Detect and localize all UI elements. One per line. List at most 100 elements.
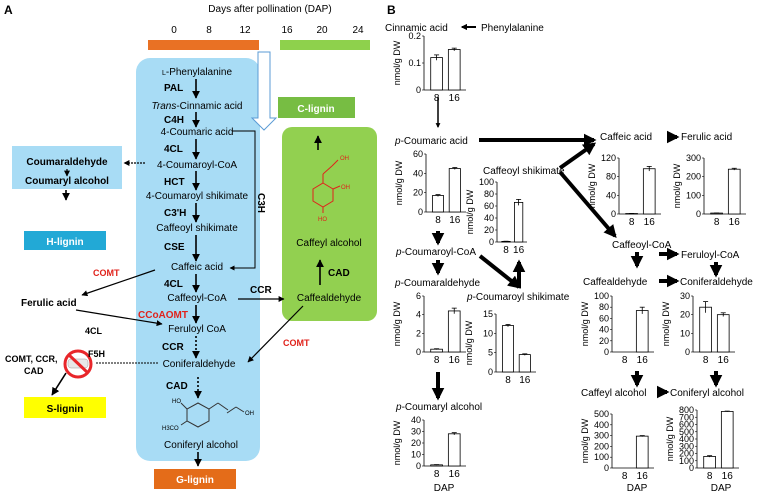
b-arrow-caffeoylshikimate-caffeoylcoa — [558, 170, 617, 238]
hct-enzyme: HCT — [164, 177, 185, 188]
x-tick-label: 16 — [722, 471, 734, 482]
y-tick-label: 0 — [489, 237, 494, 247]
caffeyl-struct-ho: HO — [318, 217, 327, 223]
b-coumaric-label: p-Coumaric acid — [394, 136, 468, 147]
bar-8 — [703, 455, 716, 469]
timeline-title: Days after pollination (DAP) — [208, 4, 331, 15]
bar-16 — [447, 310, 461, 353]
b-xlabel: DAP — [434, 483, 455, 494]
panel-b-label: B — [387, 3, 396, 17]
y-tick-label: 120 — [601, 153, 616, 163]
s-lignin-box — [24, 397, 106, 418]
ccr-enzyme-c: CCR — [250, 285, 272, 296]
b-xlabel-3: DAP — [711, 483, 732, 494]
y-tick-label: 100 — [686, 190, 701, 200]
arrow-caffeic-ferulic — [81, 269, 156, 297]
bar-16 — [635, 310, 649, 353]
bar-16 — [514, 201, 524, 243]
y-tick-label: 20 — [599, 336, 609, 346]
x-tick-label: 16 — [513, 245, 525, 256]
struct-ho-label: HO — [172, 399, 181, 405]
timeline-tick: 16 — [281, 25, 293, 36]
b-ferulic-label: Ferulic acid — [681, 132, 732, 143]
y-tick-label: 500 — [679, 427, 694, 437]
h-lignin-box — [24, 231, 106, 250]
coumaroyl-coa-label: 4-Coumaroyl-CoA — [157, 160, 237, 171]
x-tick-label: 8 — [629, 217, 635, 228]
x-tick-label: 8 — [707, 471, 713, 482]
bar-16 — [720, 411, 734, 469]
b-feruloyl-coa-label: Feruloyl-CoA — [681, 250, 740, 261]
feruloyl-coa-label: Feruloyl CoA — [168, 324, 226, 335]
y-tick-label: 0 — [416, 461, 421, 471]
b-cinnamic-label: Cinnamic acid — [385, 23, 448, 34]
x-tick-label: 8 — [435, 215, 441, 226]
comt-enzyme-c: COMT — [283, 338, 310, 348]
y-tick-label: 700 — [679, 412, 694, 422]
caffeoyl-coa-label: Caffeoyl-CoA — [167, 293, 227, 304]
bar-16 — [518, 354, 531, 373]
y-tick-label: 0 — [488, 367, 493, 377]
coumaric-acid-label: 4-Coumaric acid — [161, 127, 234, 138]
c3h-prime-enzyme: C3'H — [164, 208, 186, 219]
bar-8 — [431, 195, 444, 213]
coniferyl-alcohol-structure — [180, 402, 245, 428]
y-tick-label: 4 — [416, 310, 421, 320]
f5h-enzyme: F5H — [88, 349, 105, 359]
cad-enzyme: CAD — [166, 381, 188, 392]
y-tick-label: 0 — [696, 209, 701, 219]
y-tick-label: 10 — [680, 328, 690, 338]
b-arrow-coumaroylcoa-shikimate — [478, 254, 522, 289]
y-tick-label: 0 — [604, 463, 609, 473]
b-coumaroyl-coa-label: p-Coumaroyl-CoA — [395, 247, 476, 258]
arrow-caffealdehyde-coniferaldehyde — [247, 305, 304, 363]
bar-16 — [716, 314, 730, 353]
4cl-enzyme: 4CL — [164, 144, 183, 155]
caffeyl-alcohol-label: Caffeyl alcohol — [296, 238, 361, 249]
x-tick-label: 8 — [714, 217, 720, 228]
s-enzymes-label-2: CAD — [24, 366, 44, 376]
c-pathway-panel — [282, 127, 377, 321]
y-tick-label: 300 — [686, 153, 701, 163]
x-tick-label: 16 — [637, 471, 649, 482]
y-tick-label: 300 — [679, 441, 694, 451]
y-axis-label: nmol/g DW — [661, 301, 671, 346]
timeline-tick: 0 — [171, 25, 177, 36]
s-lignin-label: S-lignin — [47, 404, 84, 415]
y-tick-label: 200 — [679, 449, 694, 459]
y-tick-label: 0.2 — [408, 31, 421, 41]
panel-a-label: A — [4, 3, 13, 17]
x-tick-label: 8 — [622, 471, 628, 482]
y-tick-label: 200 — [594, 441, 609, 451]
timeline-tick: 8 — [206, 25, 212, 36]
b-caffeoyl-coa-label: Caffeoyl-CoA — [612, 240, 672, 251]
pal-enzyme: PAL — [164, 83, 183, 94]
c3h-enzyme: C3H — [255, 193, 266, 213]
y-axis-label: nmol/g DW — [580, 301, 590, 346]
ferulic-acid-label: Ferulic acid — [21, 298, 77, 309]
timeline: Days after pollination (DAP) 0 8 12 16 2… — [148, 4, 370, 50]
x-tick-label: 8 — [434, 355, 440, 366]
x-tick-label: 8 — [505, 375, 511, 386]
transition-arrow — [250, 51, 278, 131]
x-tick-label: 16 — [449, 355, 461, 366]
bar-16 — [447, 433, 461, 467]
bar-16 — [727, 168, 741, 215]
b-coniferyl-alcohol-label: Coniferyl alcohol — [670, 388, 744, 399]
y-tick-label: 40 — [606, 190, 616, 200]
x-tick-label: 16 — [718, 355, 730, 366]
coniferaldehyde-label: Coniferaldehyde — [163, 359, 236, 370]
b-xlabel-2: DAP — [627, 483, 648, 494]
caffeic-acid-label: Caffeic acid — [171, 262, 223, 273]
y-tick-label: 10 — [411, 450, 421, 460]
coumaryl-alcohol-label: Coumaryl alcohol — [25, 176, 109, 187]
y-tick-label: 800 — [679, 405, 694, 415]
c-lignin-box — [278, 97, 355, 118]
y-axis-label: nmol/g DW — [580, 418, 590, 463]
bar-16 — [642, 168, 656, 215]
